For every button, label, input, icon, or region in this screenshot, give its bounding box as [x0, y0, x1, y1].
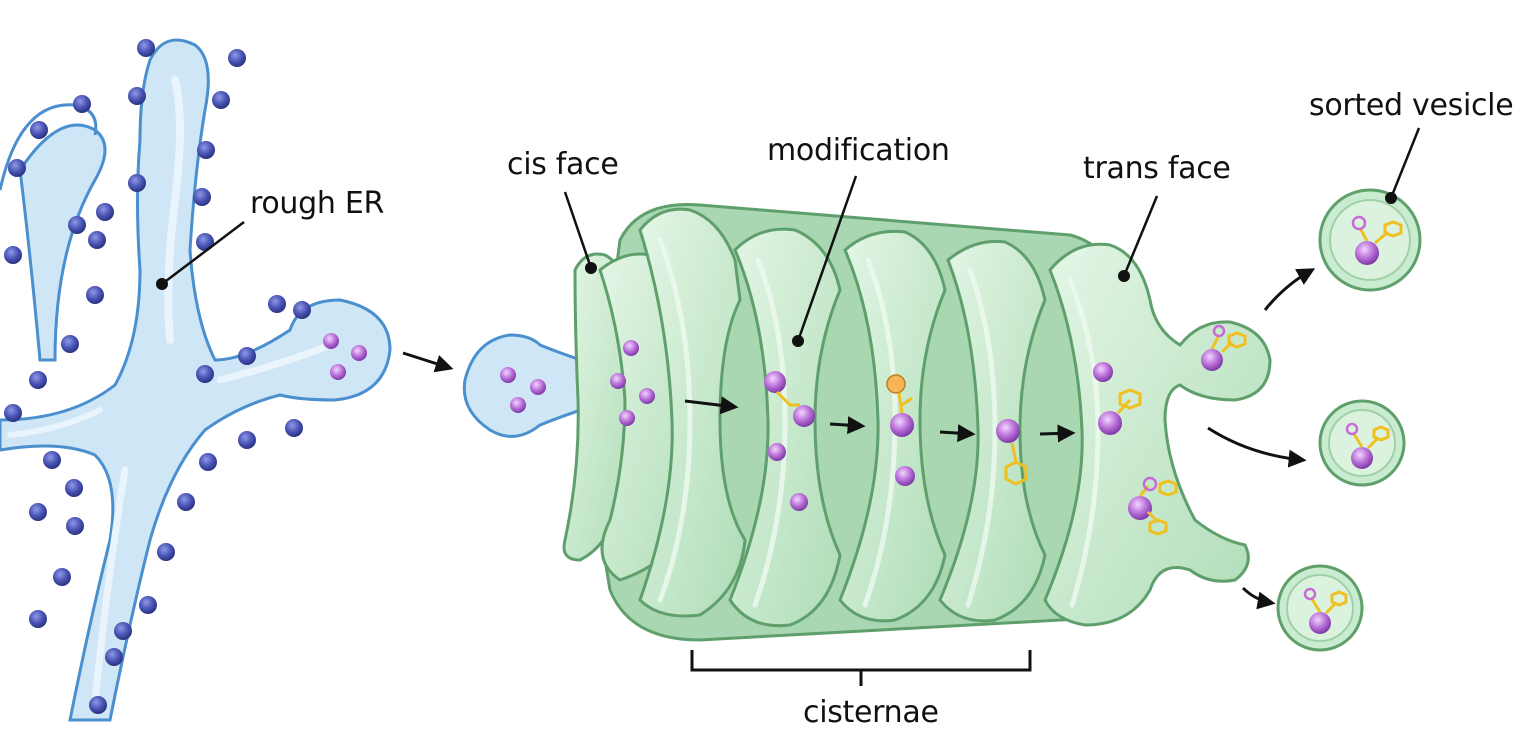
- ribosome: [268, 295, 286, 313]
- sorted-vesicle-middle: [1318, 399, 1406, 487]
- ribosome: [66, 517, 84, 535]
- ribosome: [228, 49, 246, 67]
- ribosome: [157, 543, 175, 561]
- rough-er-leader: [161, 221, 245, 285]
- ribosome: [196, 365, 214, 383]
- ribosome: [4, 246, 22, 264]
- ribosome: [29, 503, 47, 521]
- ribosome: [285, 419, 303, 437]
- ribosome: [197, 141, 215, 159]
- label-leaders: [563, 127, 1421, 347]
- exit-arrows: [1207, 268, 1316, 610]
- ribosome: [68, 216, 86, 234]
- sorted-vesicle-top: [1318, 188, 1422, 292]
- rough-er-pointer-dot: [156, 278, 168, 290]
- label-trans-face: trans face: [1083, 151, 1231, 186]
- ribosome: [61, 335, 79, 353]
- ribosome: [43, 451, 61, 469]
- ribosome: [4, 404, 22, 422]
- ribosome: [293, 301, 311, 319]
- ribosome: [137, 39, 155, 57]
- label-modification: modification: [767, 133, 950, 168]
- ribosome: [73, 95, 91, 113]
- ribosome: [53, 568, 71, 586]
- ribosome: [128, 174, 146, 192]
- label-cis-face: cis face: [507, 147, 619, 182]
- ribosome: [238, 431, 256, 449]
- ribosome: [114, 622, 132, 640]
- ribosome: [128, 87, 146, 105]
- ribosome: [29, 610, 47, 628]
- ribosome: [89, 696, 107, 714]
- ribosome: [212, 91, 230, 109]
- trans-cisterna: [1043, 242, 1272, 627]
- ribosome: [86, 286, 104, 304]
- ribosome: [88, 231, 106, 249]
- ribosome: [238, 347, 256, 365]
- ribosome: [30, 121, 48, 139]
- flow-arrows: [684, 396, 1076, 443]
- ribosome: [139, 596, 157, 614]
- golgi-proteins: [610, 324, 1247, 536]
- ribosome: [196, 233, 214, 251]
- er-to-vesicle-arrow: [402, 351, 454, 373]
- ribosome: [8, 159, 26, 177]
- cisterna-1: [638, 207, 747, 618]
- ribosome: [177, 493, 195, 511]
- ribosome: [193, 188, 211, 206]
- ribosome: [65, 479, 83, 497]
- label-rough-er: rough ER: [250, 186, 385, 221]
- sorted-vesicle-bottom: [1276, 564, 1364, 652]
- ribosome: [29, 371, 47, 389]
- ribosomes: [4, 39, 311, 714]
- ribosome: [105, 648, 123, 666]
- ribosome: [199, 453, 217, 471]
- label-sorted-vesicle: sorted vesicle: [1309, 88, 1514, 123]
- cisternae-bracket: [690, 650, 1032, 686]
- label-cisternae: cisternae: [803, 695, 939, 730]
- ribosome: [96, 203, 114, 221]
- golgi-stack: [562, 202, 1272, 642]
- rough-er: [0, 38, 392, 722]
